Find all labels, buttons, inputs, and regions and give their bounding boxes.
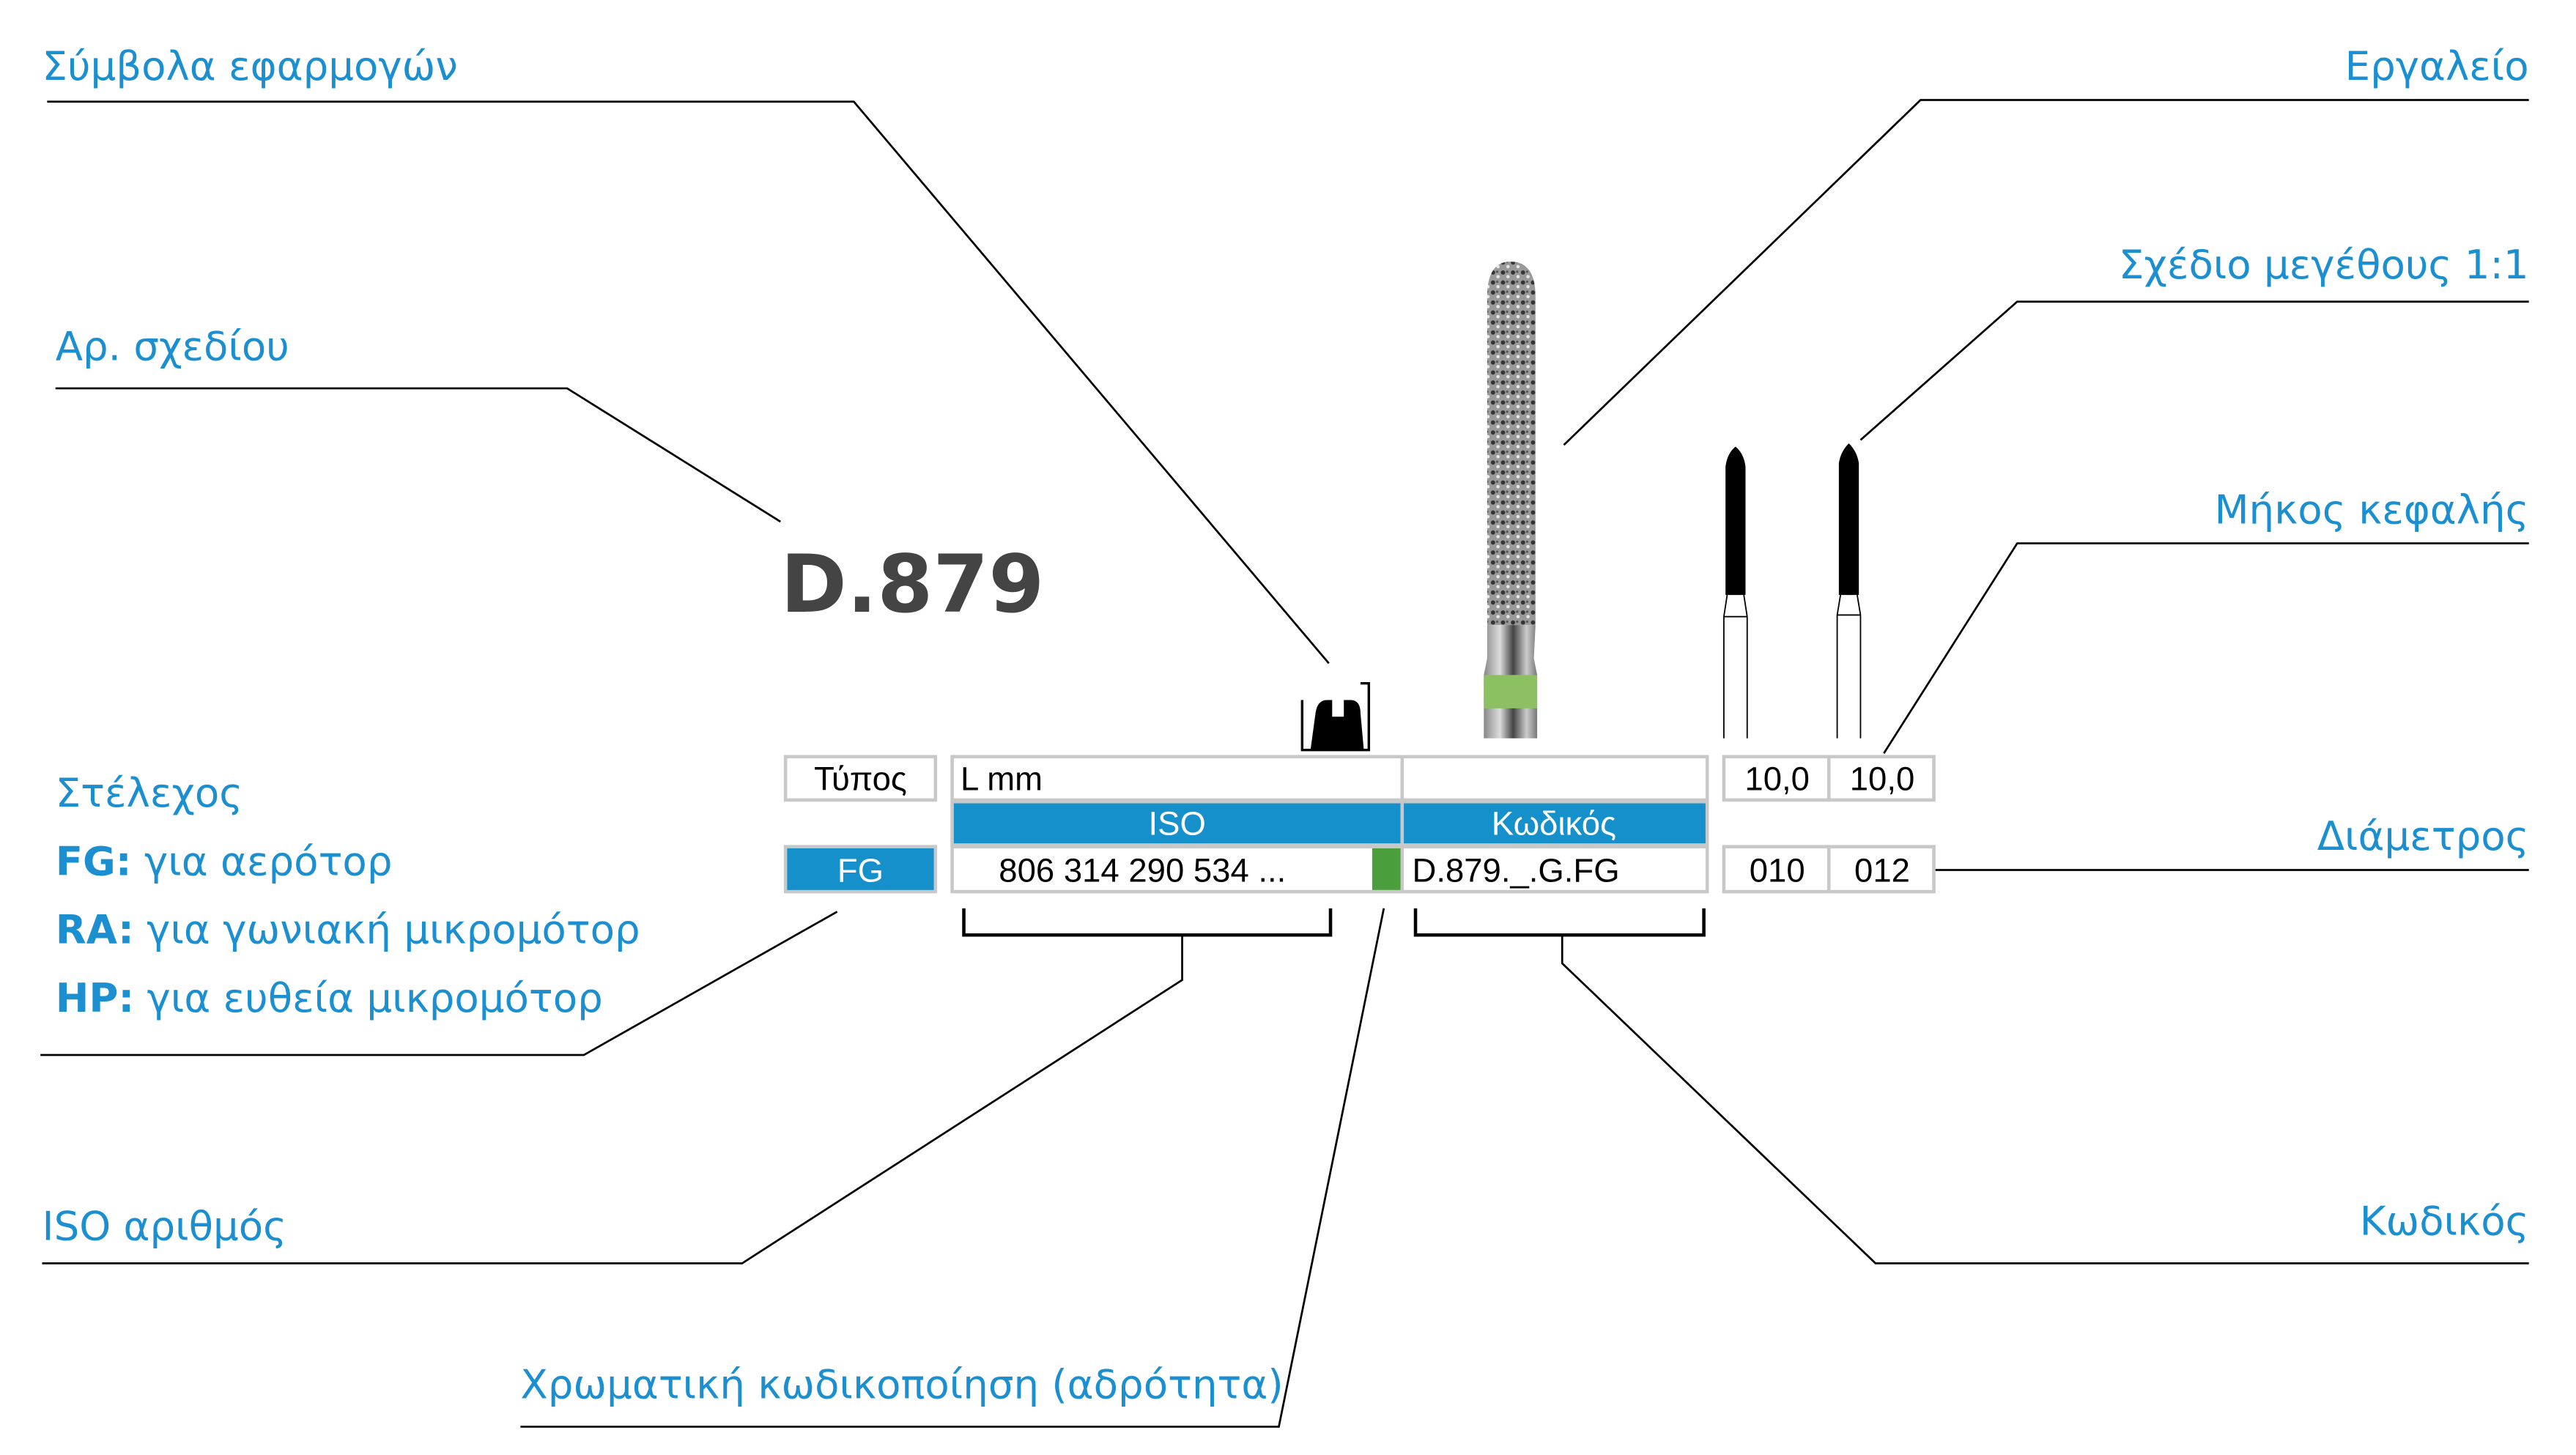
leader-application-symbols [47,100,1330,664]
grit-color-swatch [1372,848,1402,890]
iso-value-cell [950,845,1404,894]
type-label-cell [783,755,938,802]
callout-diameter: Διάμετρος [2317,812,2529,859]
leader-design-number [55,387,782,523]
diameter-value: 012 [1854,851,1910,889]
callout-color-coding: Χρωματική κωδικοποίηση (αδρότητα) [520,1361,1283,1408]
leader-shank [40,911,838,1056]
type-value: FG [837,851,884,889]
length-value: 10,0 [1744,760,1810,797]
callout-size-drawing: Σχέδιο μεγέθους 1:1 [2119,241,2529,288]
design-title: D.879 [780,538,1044,631]
length-label: L mm [961,760,1043,797]
type-value-cell [783,845,938,894]
diameter-value: 010 [1750,851,1805,889]
leader-color-coding [520,908,1385,1428]
leader-tool [1563,99,2529,446]
empty-cell [1400,755,1709,802]
iso-header-cell [950,799,1404,847]
callout-application-symbols: Σύμβολα εφαρμογών [42,42,458,89]
size-drawing-010 [1722,446,1748,738]
bur-tool-image [1484,262,1538,738]
leader-head-length [1883,542,2529,754]
iso-bracket [962,908,1333,937]
callout-design-number: Αρ. σχεδίου [56,322,289,369]
shank-item-ra: RA: για γωνιακή μικρομότορ [56,906,640,953]
leader-iso-number [42,936,1183,1265]
length-cell [1826,755,1936,802]
callout-head-length: Μήκος κεφαλής [2214,486,2528,533]
type-label: Τύπος [814,760,907,797]
leader-size-drawing [1859,300,2529,441]
product-table: Τύπος L mm ISO Κωδικός FG 806 314 290 53… [783,755,1936,894]
code-value-cell [1400,845,1709,894]
code-value: D.879._.G.FG [1412,851,1619,889]
shank-item-fg: FG: για αερότορ [56,837,393,884]
callout-shank-title: Στέλεχος [56,769,243,816]
length-value: 10,0 [1850,760,1915,797]
code-bracket [1413,908,1706,937]
code-header: Κωδικός [1492,805,1616,843]
iso-value: 806 314 290 534 ... [999,851,1286,889]
callout-tool: Εργαλείο [2345,42,2529,89]
callout-iso-number: ISO αριθμός [42,1203,287,1250]
size-drawing-012 [1836,443,1862,738]
length-label-cell [950,755,1404,802]
iso-header: ISO [1149,805,1206,843]
leader-code [1561,936,2529,1265]
callout-code: Κωδικός [2360,1198,2529,1245]
diameter-cell [1826,845,1936,894]
shank-item-hp: HP: για ευθεία μικρομότορ [56,974,603,1021]
turbine-symbol-icon [1300,682,1371,752]
